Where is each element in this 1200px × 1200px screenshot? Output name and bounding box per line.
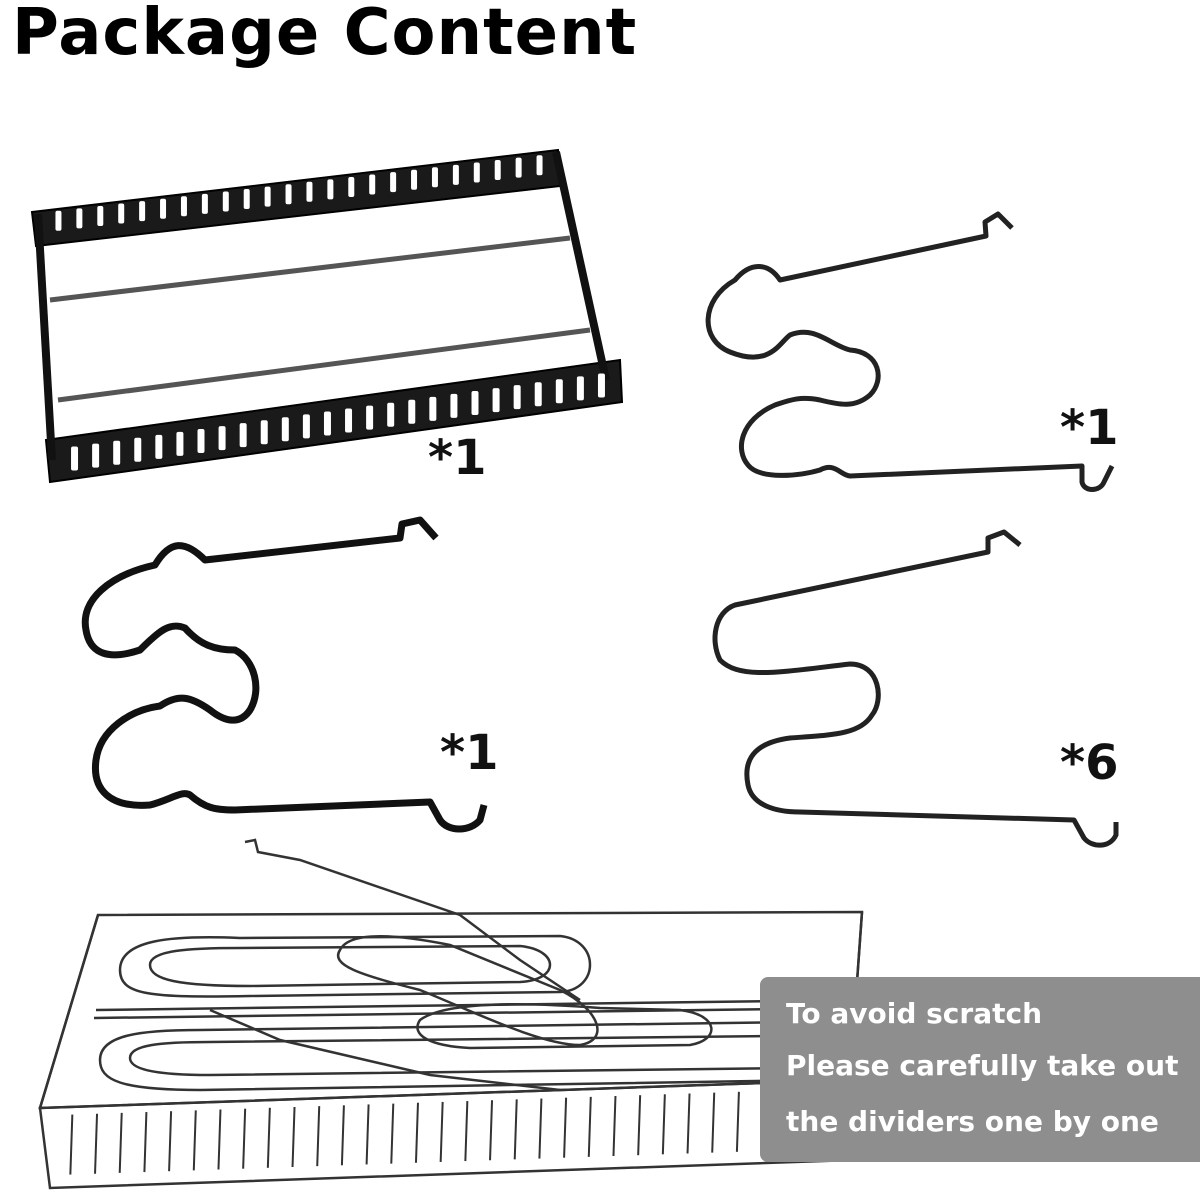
slot (160, 198, 167, 219)
slot (239, 423, 247, 448)
slot (369, 174, 376, 195)
slot (340, 1105, 345, 1166)
slot (513, 385, 521, 410)
slot (471, 391, 479, 415)
slot (411, 169, 418, 190)
slot (327, 179, 334, 200)
slot (222, 191, 229, 212)
slot (637, 1095, 642, 1156)
slot (390, 172, 397, 193)
slot (408, 399, 416, 424)
slot (735, 1091, 740, 1152)
slot (492, 388, 500, 413)
divider-image-1 (705, 211, 1115, 492)
note-line-2: Please carefully take out (786, 1049, 1179, 1082)
slot (711, 1092, 716, 1153)
slot (264, 186, 271, 207)
slot (489, 1100, 494, 1161)
slot (260, 420, 268, 445)
slot (439, 1101, 444, 1162)
slot (612, 1095, 617, 1157)
slot (143, 1112, 148, 1173)
slot (316, 1106, 321, 1167)
slot (155, 434, 163, 459)
slot (365, 1104, 370, 1165)
divider-image-3 (712, 529, 1119, 848)
slot (55, 210, 62, 231)
slot (69, 1114, 74, 1175)
slot (92, 443, 100, 468)
slot (587, 1096, 592, 1157)
slot (538, 1098, 543, 1159)
slot (118, 1112, 123, 1173)
slot (494, 160, 501, 181)
slot (661, 1094, 666, 1155)
slot (218, 426, 226, 451)
rack-quantity: *1 (428, 430, 487, 486)
page-title: Package Content (12, 0, 638, 70)
scratch-warning-box: To avoid scratch Please carefully take o… (760, 977, 1200, 1162)
slot (555, 379, 563, 404)
slot (176, 431, 184, 456)
slot (168, 1111, 173, 1172)
slot (348, 176, 355, 197)
slot (576, 376, 584, 401)
divider-image-2 (81, 516, 488, 833)
slot (366, 405, 374, 430)
slot (201, 193, 208, 214)
slot (429, 396, 437, 421)
slot (134, 437, 142, 462)
slot (266, 1107, 271, 1168)
slot (473, 162, 480, 183)
slot (192, 1110, 197, 1171)
slot (597, 373, 605, 398)
slot (243, 189, 250, 210)
note-line-3: the dividers one by one (786, 1105, 1159, 1138)
slot (536, 155, 543, 176)
slot (180, 196, 187, 217)
slot (686, 1093, 691, 1154)
rack-image (30, 148, 624, 484)
slot (285, 184, 292, 205)
slot (513, 1099, 518, 1160)
note-line-1: To avoid scratch (786, 997, 1043, 1030)
divider-small-quantity: *6 (1060, 735, 1119, 791)
slot (431, 167, 438, 188)
slot (464, 1101, 469, 1162)
slot (97, 205, 104, 226)
drawer-illustration (38, 838, 864, 1190)
slot (76, 208, 83, 229)
slot (71, 446, 79, 471)
slot (515, 157, 522, 178)
divider-large-quantity: *1 (1060, 400, 1119, 456)
slot (281, 417, 289, 442)
slot (291, 1106, 296, 1168)
slot (306, 181, 313, 202)
slot (534, 382, 542, 407)
slot (242, 1108, 247, 1169)
slot (113, 440, 121, 465)
slot (450, 393, 458, 418)
divider-small-black-quantity: *1 (440, 725, 499, 781)
slot (139, 201, 146, 222)
slot (345, 408, 353, 433)
slot (452, 164, 459, 185)
slot (217, 1109, 222, 1170)
slot (390, 1103, 395, 1164)
slot (323, 411, 331, 436)
slot (302, 414, 310, 439)
slot (387, 402, 395, 427)
slot (563, 1097, 568, 1158)
slot (118, 203, 125, 224)
slot (94, 1113, 99, 1174)
slot (414, 1102, 419, 1163)
slot (197, 429, 205, 453)
